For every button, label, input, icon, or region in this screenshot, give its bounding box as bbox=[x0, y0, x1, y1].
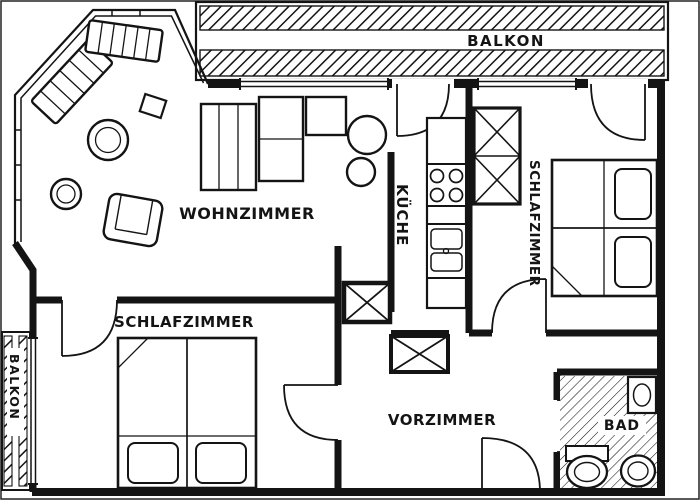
door-swing-icon bbox=[491, 278, 547, 334]
room-label-bad: BAD bbox=[604, 418, 640, 434]
kitchen-counter-icon bbox=[425, 116, 468, 310]
bidet-icon bbox=[619, 454, 657, 488]
wall-unit-icon bbox=[199, 102, 258, 192]
sink-icon bbox=[426, 223, 467, 279]
window-icon bbox=[478, 80, 576, 88]
door-opening bbox=[392, 79, 454, 89]
pillow-icon bbox=[614, 236, 652, 288]
balcony-hatch-icon bbox=[199, 5, 665, 31]
room-label-balkon-top: BALKON bbox=[467, 32, 545, 50]
door-swing-icon bbox=[481, 437, 541, 493]
kitchen-fixtures bbox=[425, 116, 468, 310]
room-label-kueche: KÜCHE bbox=[393, 184, 412, 246]
pillow-icon bbox=[195, 442, 247, 484]
window-icon bbox=[20, 15, 205, 242]
room-labels: WOHNZIMMER KÜCHE SCHLAFZIMMER SCHLAFZIMM… bbox=[114, 160, 640, 434]
side-table-icon bbox=[138, 92, 168, 120]
room-label-balkon-left: BALKON bbox=[7, 354, 22, 420]
bed-left bbox=[116, 336, 258, 490]
coffee-table-icon bbox=[86, 118, 130, 162]
pillow-icon bbox=[127, 442, 179, 484]
door-opening bbox=[588, 79, 648, 89]
balcony-left: BALKON bbox=[1, 331, 31, 491]
room-label-wohnzimmer: WOHNZIMMER bbox=[179, 204, 315, 223]
dining-table-icon bbox=[345, 156, 377, 188]
window-icon bbox=[13, 8, 210, 245]
balcony-hatch-icon bbox=[199, 49, 665, 77]
door-swing-icon bbox=[61, 299, 118, 357]
dining-table-icon bbox=[346, 114, 388, 156]
pillow-icon bbox=[614, 168, 652, 220]
armchair-icon bbox=[102, 192, 164, 248]
balcony-top: BALKON bbox=[194, 0, 670, 82]
bay-window bbox=[13, 8, 210, 245]
left-window bbox=[28, 337, 38, 485]
bed-right bbox=[550, 158, 659, 298]
wall-bathroom bbox=[553, 368, 663, 490]
door-swing-icon bbox=[590, 83, 646, 141]
window-icon bbox=[30, 338, 37, 484]
storage bbox=[341, 106, 522, 374]
sofa-icon bbox=[84, 19, 164, 63]
door-swing-icon bbox=[283, 384, 339, 441]
plant-table-icon bbox=[49, 177, 83, 211]
room-label-schlafzimmer-right: SCHLAFZIMMER bbox=[526, 160, 542, 287]
room-label-schlafzimmer-left: SCHLAFZIMMER bbox=[114, 313, 254, 331]
washbasin-icon bbox=[626, 375, 658, 415]
window-icon bbox=[240, 80, 388, 88]
living-room-furniture bbox=[30, 19, 388, 248]
bathroom bbox=[560, 375, 658, 490]
room-label-vorzimmer: VORZIMMER bbox=[388, 411, 496, 429]
wall-unit-icon bbox=[304, 95, 348, 137]
top-windows bbox=[239, 78, 648, 90]
